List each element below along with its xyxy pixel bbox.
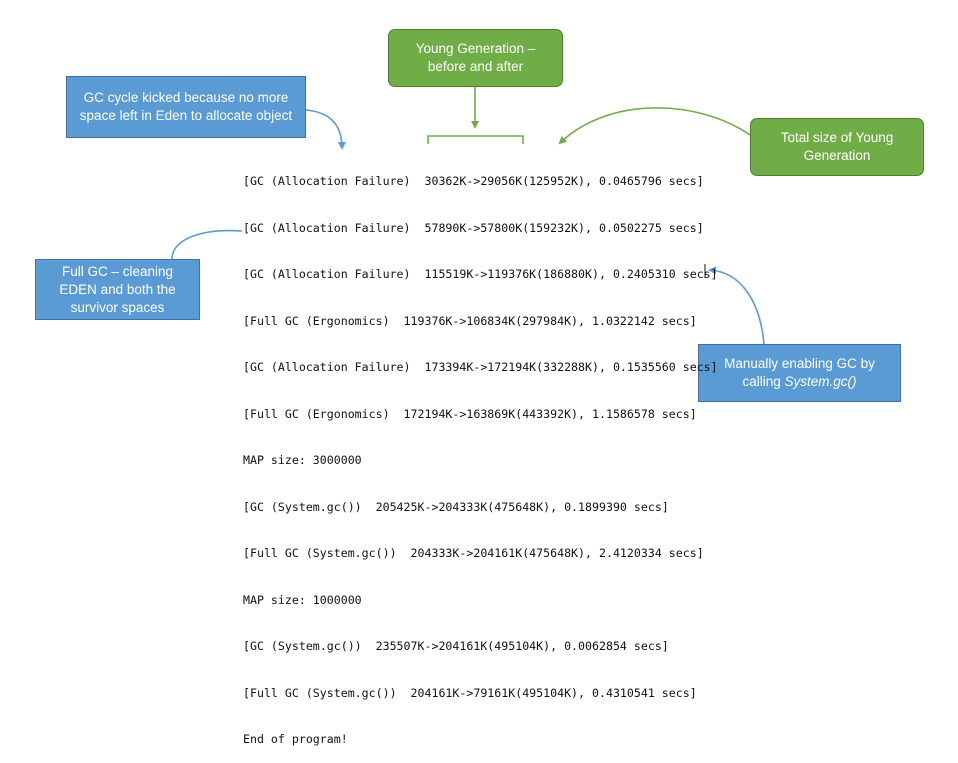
total-size-callout: Total size of Young Generation: [750, 118, 924, 176]
manual-gc-callout: Manually enabling GC by calling System.g…: [698, 344, 901, 402]
log-line: [Full GC (Ergonomics) 172194K->163869K(4…: [243, 406, 697, 421]
manual-gc-code: System.gc(): [784, 374, 857, 389]
log-line: [GC (Allocation Failure) 115519K->119376…: [243, 267, 718, 281]
young-gen-bracket: [427, 135, 524, 144]
log-line: [GC (Allocation Failure) 57890K->57800K(…: [243, 220, 704, 235]
log-line: [GC (Allocation Failure) 173394K->172194…: [243, 360, 718, 374]
log-line: [GC (System.gc()) 205425K->204333K(47564…: [243, 499, 669, 514]
log-line: MAP size: 1000000: [243, 592, 362, 607]
connector-layer: [171, 87, 765, 345]
log-line: [Full GC (System.gc()) 204161K->79161K(4…: [243, 685, 697, 700]
gc-cycle-label: GC cycle kicked because no more space le…: [79, 90, 293, 123]
full-gc-label: Full GC – cleaning EDEN and both the sur…: [59, 263, 176, 315]
manual-gc-label: Manually enabling GC by calling System.g…: [707, 355, 892, 391]
manual-gc-text: Manually enabling GC by calling: [724, 356, 875, 389]
log-line: [GC (Allocation Failure) 30362K->29056K(…: [243, 174, 704, 188]
young-generation-callout: Young Generation – before and after: [388, 29, 563, 87]
full-gc-arrow: [171, 229, 243, 260]
full-gc-callout: Full GC – cleaning EDEN and both the sur…: [35, 259, 200, 320]
gc-cycle-callout: GC cycle kicked because no more space le…: [66, 76, 306, 138]
log-line: [Full GC (Ergonomics) 119376K->106834K(2…: [243, 313, 697, 328]
log-line: [GC (System.gc()) 235507K->204161K(49510…: [243, 639, 669, 653]
total-size-arrow: [558, 107, 751, 145]
gc-cycle-arrow: [305, 109, 346, 150]
gc-log: [GC (Allocation Failure) 30362K->29056K(…: [243, 143, 718, 763]
young-generation-label: Young Generation – before and after: [415, 41, 536, 74]
manual-gc-arrow: [708, 266, 765, 345]
log-line: End of program!: [243, 732, 348, 746]
log-line: [Full GC (System.gc()) 204333K->204161K(…: [243, 546, 704, 560]
log-line: MAP size: 3000000: [243, 453, 362, 467]
total-size-label: Total size of Young Generation: [780, 130, 894, 163]
